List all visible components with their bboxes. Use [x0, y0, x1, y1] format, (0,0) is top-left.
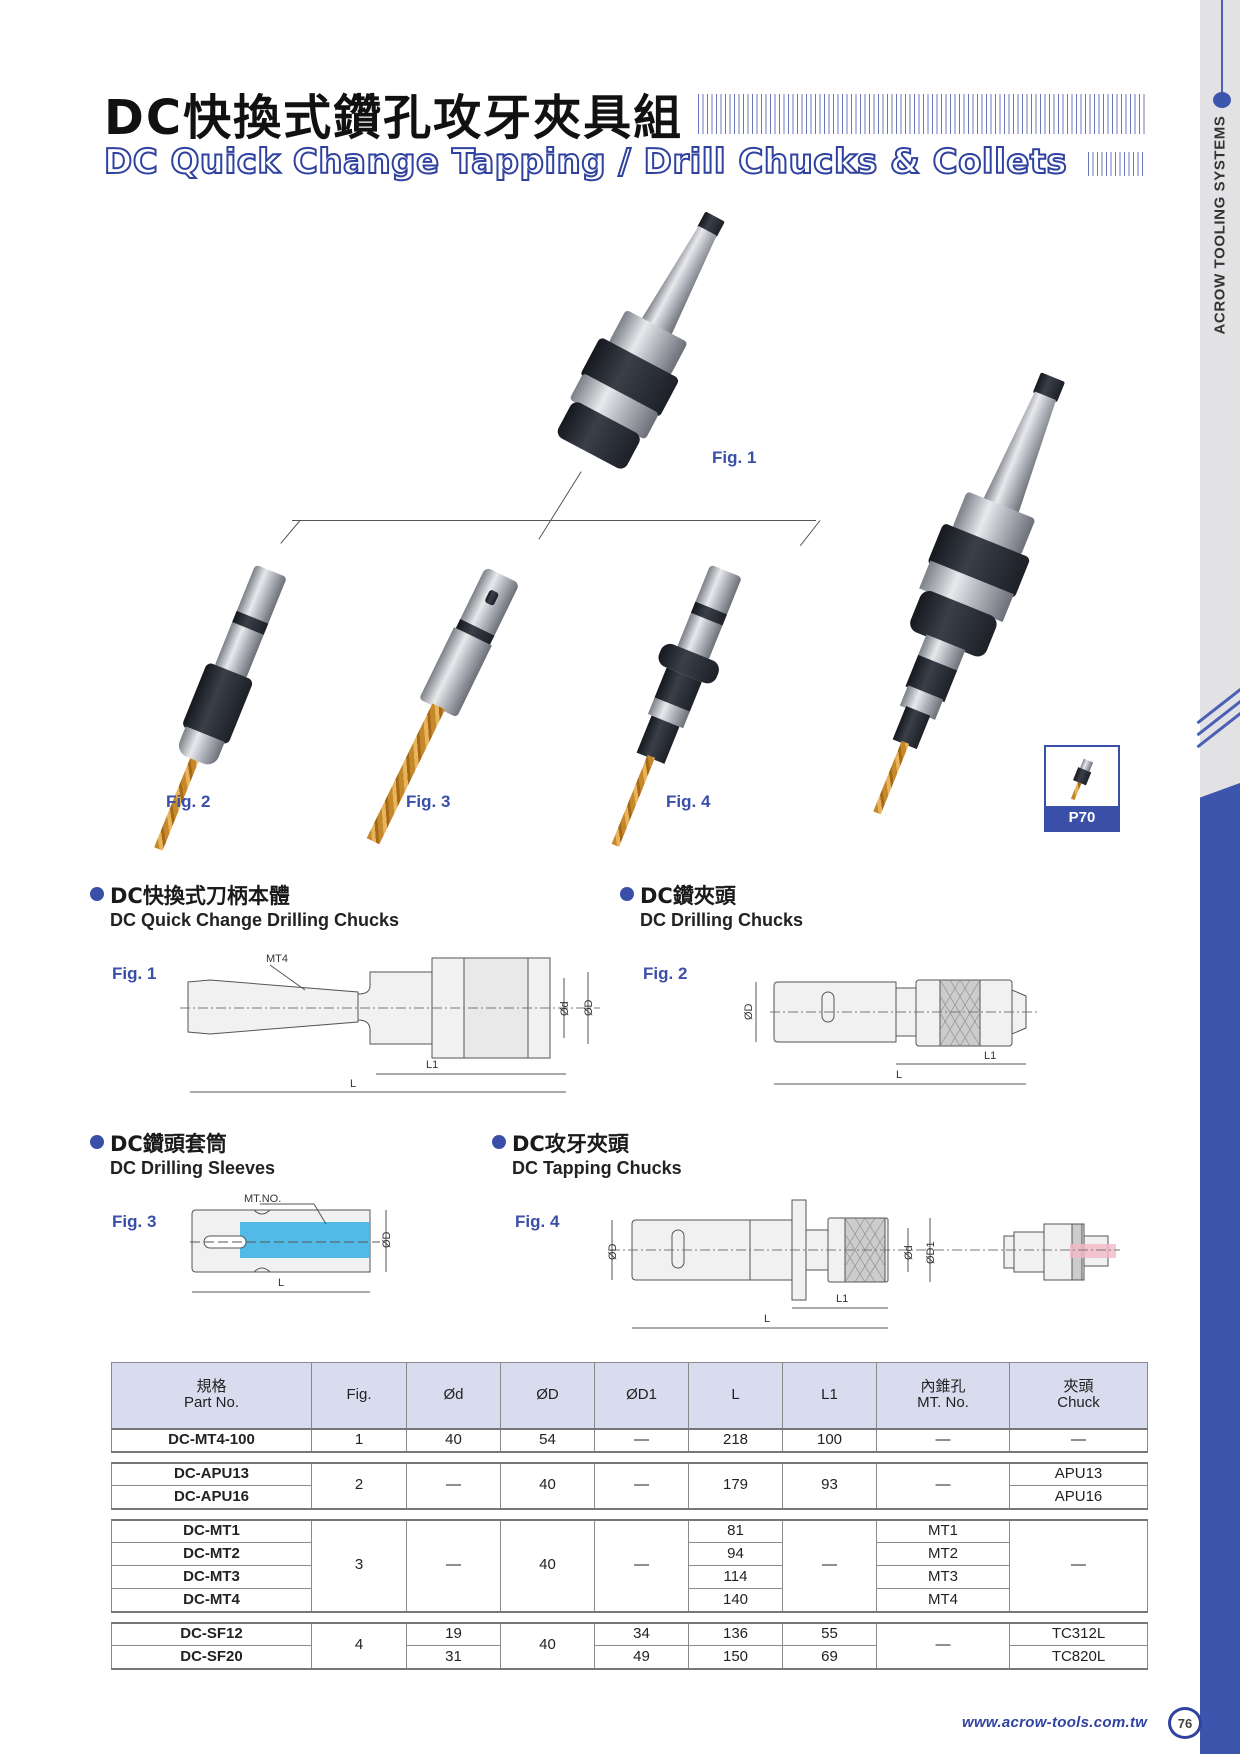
fig4-tapping-chuck-photo [572, 554, 768, 866]
connector-line [280, 520, 301, 544]
fig3-drawing-label: Fig. 3 [112, 1212, 157, 1231]
fig2-drill-chuck-photo [117, 554, 313, 866]
section-title-en: DC Drilling Chucks [640, 910, 804, 930]
page-title-en: DC Quick Change Tapping / Drill Chucks &… [103, 141, 1068, 183]
svg-text:L: L [350, 1078, 356, 1090]
side-dot-icon [1213, 92, 1231, 108]
table-group-fig4: DC-SF12 4 19 40 34 136 55 — TC312L DC-SF… [111, 1622, 1148, 1669]
section-title-en: DC Quick Change Drilling Chucks [110, 910, 400, 930]
p70-reference-badge[interactable]: P70 [1044, 745, 1120, 832]
table-row: DC-MT4-100 1 40 54 — 218 100 — — [111, 1428, 1148, 1452]
fig4-drawing-label: Fig. 4 [515, 1212, 560, 1231]
col-fig: Fig. [311, 1362, 407, 1429]
fig1-technical-drawing: MT4 Ød ØD L1 L [180, 950, 600, 1105]
bullet-icon [620, 887, 634, 901]
side-band: ACROW TOOLING SYSTEMS [1196, 0, 1240, 1754]
fig2-technical-drawing: ØD L1 L [743, 979, 1070, 1095]
fig4-photo-label: Fig. 4 [666, 792, 711, 811]
col-od-large: ØD [500, 1362, 595, 1429]
section-title-en: DC Tapping Chucks [512, 1158, 682, 1178]
fig3-technical-drawing: MT.NO. ØD L [190, 1193, 430, 1311]
svg-text:L1: L1 [984, 1050, 996, 1062]
bullet-icon [90, 1135, 104, 1149]
svg-text:ØD1: ØD1 [925, 1241, 937, 1264]
table-row: DC-SF20 31 49 150 69 TC820L [111, 1645, 1148, 1669]
fig2-drawing-label: Fig. 2 [643, 964, 688, 983]
section-title-zh: DC快換式刀柄本體 [110, 884, 290, 908]
table-row: DC-APU16 APU16 [111, 1485, 1148, 1509]
svg-text:L1: L1 [836, 1293, 848, 1305]
title-hatch-decoration [1088, 152, 1146, 176]
p70-label: P70 [1046, 806, 1118, 830]
svg-text:ØD: ØD [607, 1243, 619, 1260]
product-photos: Fig. 1 Fig. 2 Fig. 3 Fig. 4 [100, 200, 1160, 851]
connector-line [799, 520, 821, 547]
section-title-zh: DC鑽頭套筒 [110, 1132, 227, 1156]
title-hatch-decoration [698, 94, 1146, 134]
col-l: L [688, 1362, 783, 1429]
svg-text:L: L [278, 1277, 284, 1289]
side-line [1221, 0, 1223, 98]
connector-line [292, 520, 816, 521]
svg-text:ØD: ØD [583, 999, 595, 1016]
table-row: DC-MT2 94 MT2 [111, 1542, 1148, 1566]
svg-text:MT4: MT4 [266, 953, 288, 965]
connector-line [538, 471, 582, 540]
svg-text:Ød: Ød [559, 1001, 571, 1016]
page-number-badge: 76 [1168, 1707, 1202, 1739]
fig3-drill-sleeve-photo [331, 555, 543, 864]
website-link[interactable]: www.acrow-tools.com.tw [962, 1714, 1148, 1731]
col-od1: ØD1 [594, 1362, 689, 1429]
col-od-small: Ød [406, 1362, 501, 1429]
table-group-fig2: DC-APU13 2 — 40 — 179 93 — APU13 DC-APU1… [111, 1462, 1148, 1509]
page-title-zh: DC快換式鑽孔攻牙夾具組 [104, 90, 684, 146]
fig3-photo-label: Fig. 3 [406, 792, 451, 811]
svg-text:Ød: Ød [903, 1245, 915, 1260]
bullet-icon [90, 887, 104, 901]
fig2-photo-label: Fig. 2 [166, 792, 211, 811]
side-stripe [1196, 702, 1240, 749]
side-blue-panel [1200, 800, 1240, 1754]
table-group-fig3: DC-MT1 3 — 40 — 81 — MT1 — DC-MT2 94 MT2… [111, 1519, 1148, 1612]
section-title-en: DC Drilling Sleeves [110, 1158, 276, 1178]
table-row: DC-MT4 140 MT4 [111, 1588, 1148, 1612]
svg-text:L1: L1 [426, 1059, 438, 1071]
section-title-zh: DC鑽夾頭 [640, 884, 736, 908]
table-row: DC-SF12 4 19 40 34 136 55 — TC312L [111, 1622, 1148, 1669]
fig1-photo-label: Fig. 1 [712, 448, 757, 467]
svg-text:ØD: ØD [381, 1231, 393, 1248]
tap-holder-thumbnail-icon [1067, 758, 1095, 801]
svg-text:L: L [764, 1313, 770, 1325]
fig4-technical-drawing: ØD Ød ØD1 L1 L [600, 1196, 1120, 1341]
svg-text:L: L [896, 1069, 902, 1081]
fig1-drawing-label: Fig. 1 [112, 964, 157, 983]
svg-text:MT.NO.: MT.NO. [244, 1193, 281, 1205]
table-group-fig1: DC-MT4-100 1 40 54 — 218 100 — — [111, 1428, 1148, 1452]
table-row: DC-APU13 2 — 40 — 179 93 — APU13 [111, 1462, 1148, 1509]
col-l1: L1 [782, 1362, 877, 1429]
bullet-icon [492, 1135, 506, 1149]
section-title-zh: DC攻牙夾頭 [512, 1132, 629, 1156]
svg-text:ØD: ØD [743, 1003, 755, 1020]
table-row: DC-MT1 3 — 40 — 81 — MT1 — [111, 1519, 1148, 1612]
brand-label: ACROW TOOLING SYSTEMS [1211, 115, 1229, 335]
